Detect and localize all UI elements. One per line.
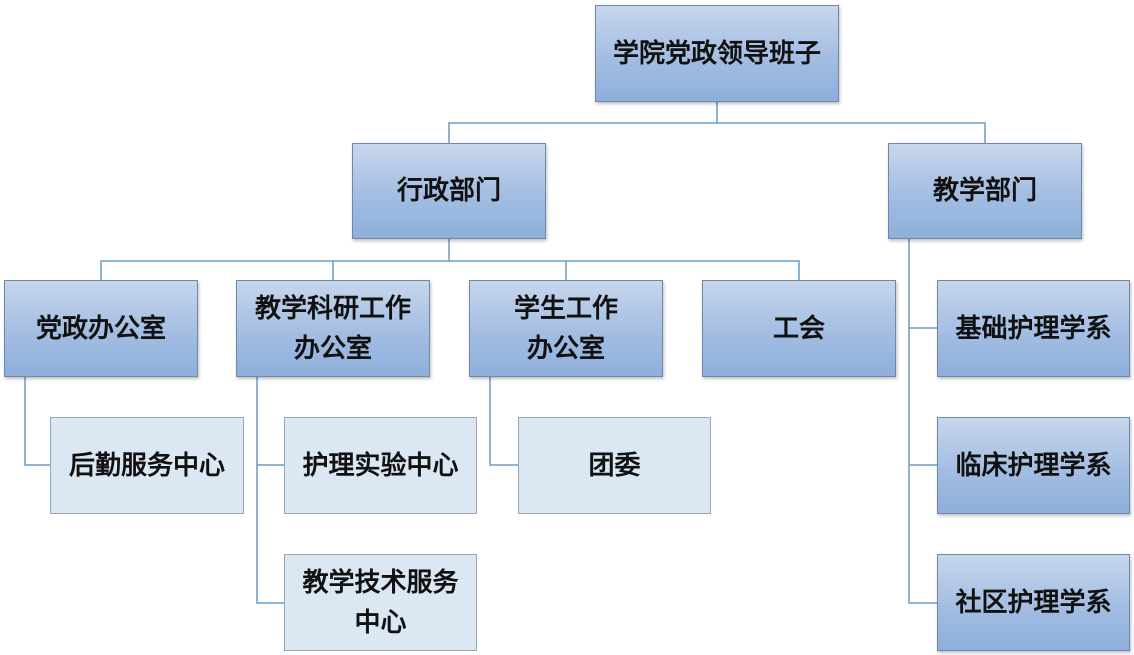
node-youth-league: 团委 (518, 417, 711, 514)
node-party-office: 党政办公室 (4, 280, 198, 377)
node-community-nursing-dept: 社区护理学系 (937, 554, 1130, 651)
node-student-office: 学生工作办公室 (469, 280, 663, 377)
node-clinical-nursing-dept: 临床护理学系 (937, 417, 1130, 514)
connector-party-to-logistics (24, 377, 50, 466)
connector-teaching-to-depts (908, 239, 937, 604)
node-leadership-team: 学院党政领导班子 (595, 5, 839, 102)
connector-admin-to-offices (100, 260, 800, 280)
node-research-office: 教学科研工作办公室 (236, 280, 430, 377)
node-basic-nursing-dept: 基础护理学系 (937, 280, 1130, 377)
node-tech-service-center: 教学技术服务中心 (284, 554, 477, 651)
node-administrative-dept: 行政部门 (352, 143, 546, 239)
node-teaching-dept: 教学部门 (888, 143, 1082, 239)
node-trade-union: 工会 (702, 280, 896, 377)
connector-student-to-youth (489, 377, 518, 466)
node-logistics-center: 后勤服务中心 (50, 417, 244, 514)
connector-root-to-depts (448, 122, 986, 143)
connector-research-to-children (256, 377, 284, 604)
node-nursing-lab-center: 护理实验中心 (284, 417, 477, 514)
